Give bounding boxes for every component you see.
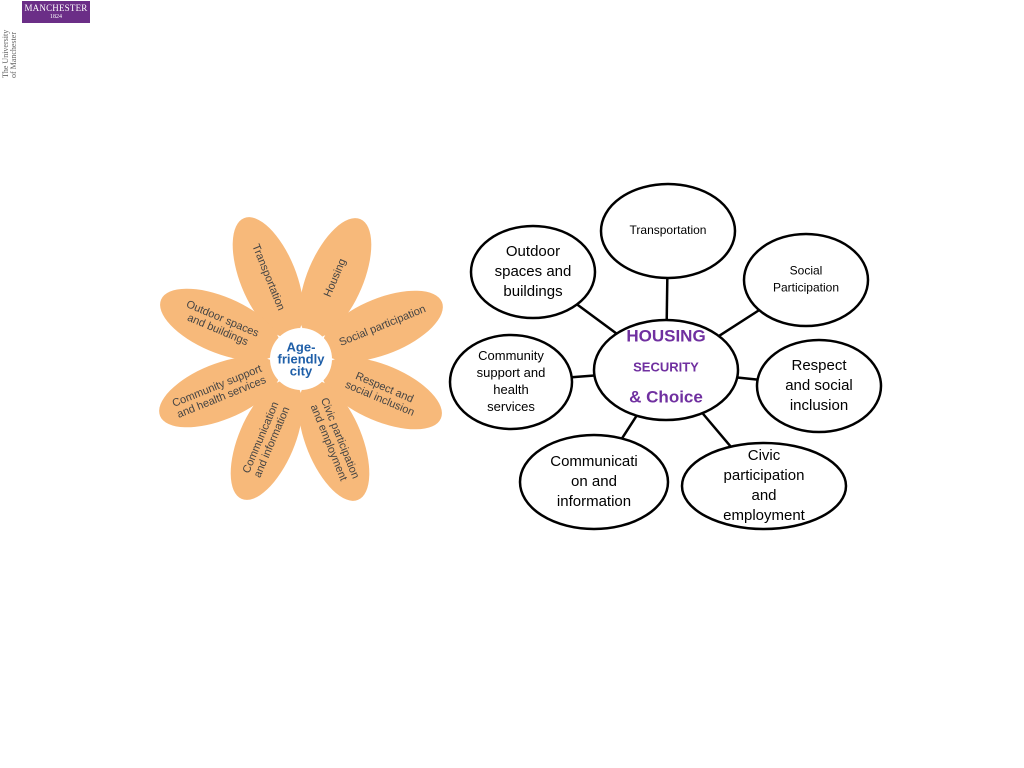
hub-center-node: [592, 318, 740, 422]
hub-node: [518, 433, 670, 531]
hub-center-label: HOUSING: [626, 326, 705, 345]
flower-petal: [232, 217, 304, 338]
flower-petal: [159, 356, 280, 428]
hub-node: [755, 338, 883, 434]
hub-connector: [620, 414, 638, 440]
hub-node-label: Transportation: [630, 223, 707, 237]
flower-center: [270, 328, 332, 390]
hub-connector: [571, 374, 595, 379]
flower-petal: [230, 380, 303, 500]
hub-center-label: SECURITY: [633, 359, 699, 374]
hub-node: [448, 333, 574, 431]
hub-connector: [718, 309, 760, 338]
flower-petal: [299, 218, 372, 338]
hub-center-label: & Choice: [629, 387, 703, 406]
hub-connector: [737, 376, 758, 381]
flower-petal: [160, 288, 280, 361]
flower-petal: [322, 357, 442, 430]
hub-connector: [665, 277, 669, 321]
hub-connector: [701, 412, 732, 448]
hub-node: [680, 441, 848, 531]
hub-node: [469, 224, 597, 320]
logo-year: 1824: [50, 14, 62, 20]
hub-connector: [576, 303, 618, 335]
university-logo: MANCHESTER 1824 The University of Manche…: [0, 0, 100, 90]
logo-name: MANCHESTER: [24, 3, 88, 13]
hub-node: [742, 232, 870, 328]
flower-petal: [298, 380, 370, 501]
flower-petal: [322, 290, 443, 362]
logo-badge: MANCHESTER 1824: [22, 1, 90, 23]
hub-node: [599, 182, 737, 280]
